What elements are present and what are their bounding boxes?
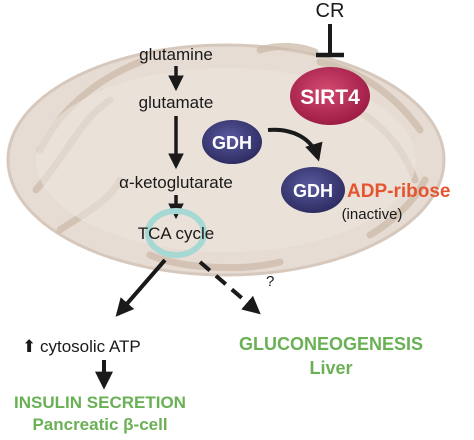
pathway-tca-cycle: TCA cycle bbox=[138, 224, 215, 243]
sirt4-label: SIRT4 bbox=[300, 86, 360, 109]
gdh-inactive-node bbox=[281, 167, 345, 213]
sirt4-node bbox=[290, 67, 370, 125]
up-arrow-symbol: ⬆ bbox=[22, 337, 36, 356]
inactive-label: (inactive) bbox=[342, 206, 403, 223]
insulin-secretion-label: INSULIN SECRETION bbox=[14, 393, 186, 412]
arrow-adp-ribosylation bbox=[267, 127, 323, 162]
gdh-label: GDH bbox=[212, 133, 252, 153]
adp-ribose-label: ADP-ribose bbox=[347, 181, 450, 202]
liver-label: Liver bbox=[309, 358, 352, 378]
gluconeogenesis-label: GLUCONEOGENESIS bbox=[239, 334, 423, 354]
question-mark: ? bbox=[266, 273, 274, 290]
pancreatic-beta-cell-label: Pancreatic β-cell bbox=[32, 415, 167, 434]
arrow-to-cytosolic-atp bbox=[115, 258, 167, 317]
gdh-node bbox=[202, 120, 262, 164]
pathway-aketoglutarate: α-ketoglutarate bbox=[119, 173, 233, 192]
pathway-glutamate: glutamate bbox=[139, 93, 214, 112]
gdh-inactive-label: GDH bbox=[293, 181, 333, 201]
cytosolic-atp-label: cytosolic ATP bbox=[40, 337, 141, 356]
arrow-to-gluconeogenesis bbox=[198, 260, 261, 315]
tca-cycle-ring bbox=[145, 208, 207, 258]
cr-label: CR bbox=[316, 0, 345, 22]
pathway-glutamine: glutamine bbox=[139, 45, 213, 64]
